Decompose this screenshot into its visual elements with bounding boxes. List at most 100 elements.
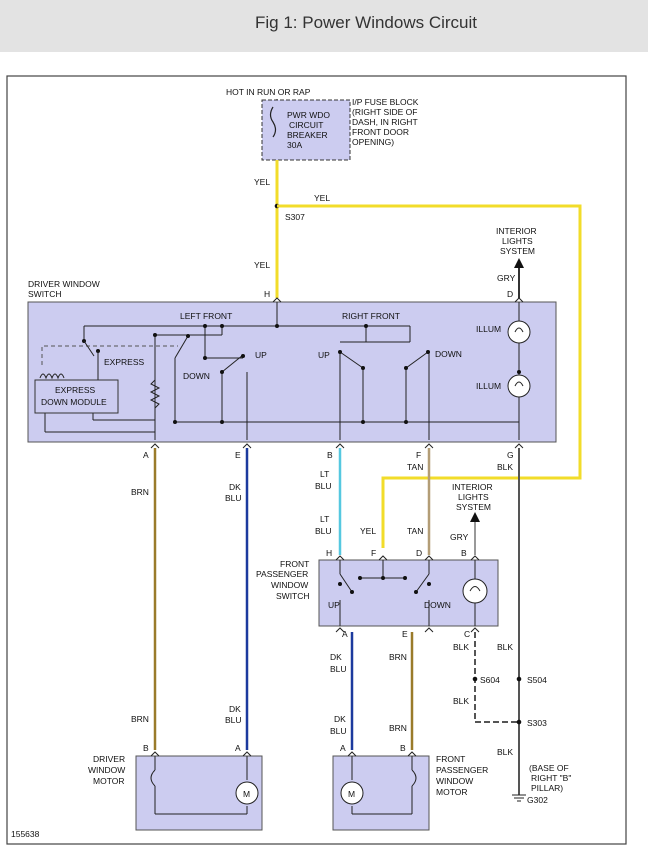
- splice-s604-label: S604: [480, 675, 500, 685]
- yel-wire-branch: [277, 204, 582, 548]
- express-switch-arm: [83, 340, 95, 357]
- wire-label-yel-4: YEL: [360, 526, 376, 536]
- interior-lights-label-3: SYSTEM: [500, 246, 535, 256]
- wire-label-brn-2: BRN: [389, 652, 407, 662]
- wire-label-blu-1: BLU: [225, 493, 242, 503]
- wire-label-gry-1: GRY: [497, 273, 516, 283]
- splice-s303-dot: [516, 719, 522, 725]
- driver-pin-d: D: [507, 289, 513, 299]
- wire-label-dk-2: DK: [330, 652, 342, 662]
- wire-label-dk-4: DK: [334, 714, 346, 724]
- wire-label-blk-5: BLK: [497, 747, 513, 757]
- wire-label-brn-1: BRN: [131, 487, 149, 497]
- ground-note-1: (BASE OF: [529, 763, 569, 773]
- wire-label-yel-1: YEL: [254, 177, 270, 187]
- pass-motor-icon: [340, 781, 364, 805]
- pass-motor-title-1: FRONT: [436, 754, 465, 764]
- driver-pin-b: B: [327, 450, 333, 460]
- wire-label-blk-1: BLK: [497, 462, 513, 472]
- pass-lamp-icon: [462, 578, 488, 604]
- driver-pin-h: H: [264, 289, 270, 299]
- express-module-label-1: EXPRESS: [55, 385, 95, 395]
- breaker-label-2: CIRCUIT: [289, 120, 323, 130]
- express-module-label-2: DOWN MODULE: [41, 397, 107, 407]
- driver-pin-a: A: [143, 450, 149, 460]
- pass-motor-connectors: [347, 751, 417, 815]
- wire-label-yel-2: YEL: [254, 260, 270, 270]
- circuit-breaker-icon: [269, 106, 277, 138]
- fuse-block-label-2: (RIGHT SIDE OF: [352, 107, 418, 117]
- driver-up-label-2: UP: [318, 350, 330, 360]
- left-front-label: LEFT FRONT: [180, 311, 232, 321]
- fuse-block-box: [261, 99, 351, 161]
- diagram-frame: [6, 75, 627, 845]
- wire-label-lt-blu-2: BLU: [315, 526, 332, 536]
- driver-motor-title-2: WINDOW: [88, 765, 125, 775]
- wire-label-blk-3: BLK: [497, 642, 513, 652]
- pass-pin-b: B: [461, 548, 467, 558]
- fuse-block-label-3: DASH, IN RIGHT: [352, 117, 418, 127]
- wire-label-blu-4: BLU: [330, 726, 347, 736]
- pass-down-label: DOWN: [424, 600, 451, 610]
- interior-lights-label-1: INTERIOR: [496, 226, 537, 236]
- fuse-block-label-5: OPENING): [352, 137, 394, 147]
- relay-coil-icon: [39, 373, 65, 380]
- wire-label-blu-3: BLU: [225, 715, 242, 725]
- driver-motor-title-3: MOTOR: [93, 776, 124, 786]
- driver-motor-pin-a: A: [235, 743, 241, 753]
- driver-down-label-2: DOWN: [435, 349, 462, 359]
- driver-pin-g: G: [507, 450, 514, 460]
- driver-motor-connectors: [150, 751, 252, 815]
- pass-pin-e: E: [402, 629, 408, 639]
- pass-pin-c: C: [464, 629, 470, 639]
- illum-lamp-icon: [507, 374, 531, 398]
- wire-label-gry-2: GRY: [450, 532, 469, 542]
- breaker-label-4: 30A: [287, 140, 302, 150]
- driver-switch-title-2: SWITCH: [28, 289, 62, 299]
- page-title: Fig 1: Power Windows Circuit: [255, 13, 478, 32]
- header-bar: Fig 1: Power Windows Circuit: [0, 0, 648, 52]
- driver-pin-e: E: [235, 450, 241, 460]
- ground-icon: [512, 794, 526, 802]
- driver-motor-pin-b: B: [143, 743, 149, 753]
- wire-label-blk-2: BLK: [453, 642, 469, 652]
- connector-icon: [272, 297, 282, 303]
- breaker-label-1: PWR WDO: [287, 110, 330, 120]
- pass-interior-label-1: INTERIOR: [452, 482, 493, 492]
- fuse-block-label-1: I/P FUSE BLOCK: [352, 97, 419, 107]
- breaker-label-3: BREAKER: [287, 130, 328, 140]
- wire-label-lt-2: LT: [320, 514, 329, 524]
- pass-top-connectors: [335, 555, 480, 561]
- pass-interior-label-2: LIGHTS: [458, 492, 489, 502]
- wire-label-brn-3: BRN: [131, 714, 149, 724]
- driver-bottom-connectors: [150, 443, 524, 449]
- illum-label-2: ILLUM: [476, 381, 501, 391]
- fuse-block-label-4: FRONT DOOR: [352, 127, 409, 137]
- pass-pin-d: D: [416, 548, 422, 558]
- driver-motor-title-1: DRIVER: [93, 754, 125, 764]
- splice-s504-dot: [516, 676, 522, 682]
- pass-pin-a: A: [342, 629, 348, 639]
- wire-label-yel-3: YEL: [314, 193, 330, 203]
- ground-id: G302: [527, 795, 548, 805]
- lamp-filament-icon: [514, 327, 524, 333]
- pass-pin-h: H: [326, 548, 332, 558]
- figure-id: 155638: [11, 829, 40, 839]
- power-source-label: HOT IN RUN OR RAP: [226, 87, 311, 97]
- splice-s504-label: S504: [527, 675, 547, 685]
- pass-interior-label-3: SYSTEM: [456, 502, 491, 512]
- pass-switch-title-4: SWITCH: [276, 591, 310, 601]
- wire-label-lt-1: LT: [320, 469, 329, 479]
- wire-label-lt-blu-1: BLU: [315, 481, 332, 491]
- wire-label-brn-4: BRN: [389, 723, 407, 733]
- wire-label-tan-2: TAN: [407, 526, 423, 536]
- wire-label-blu-2: BLU: [330, 664, 347, 674]
- lamp-filament-icon: [514, 381, 524, 387]
- pass-switch-title-3: WINDOW: [271, 580, 308, 590]
- driver-switch-internal: [44, 302, 520, 440]
- right-front-label: RIGHT FRONT: [342, 311, 400, 321]
- pass-switch-title-2: PASSENGER: [256, 569, 308, 579]
- illum-lamp-icon: [507, 320, 531, 344]
- wire-label-dk-3: DK: [229, 704, 241, 714]
- driver-pin-f: F: [416, 450, 421, 460]
